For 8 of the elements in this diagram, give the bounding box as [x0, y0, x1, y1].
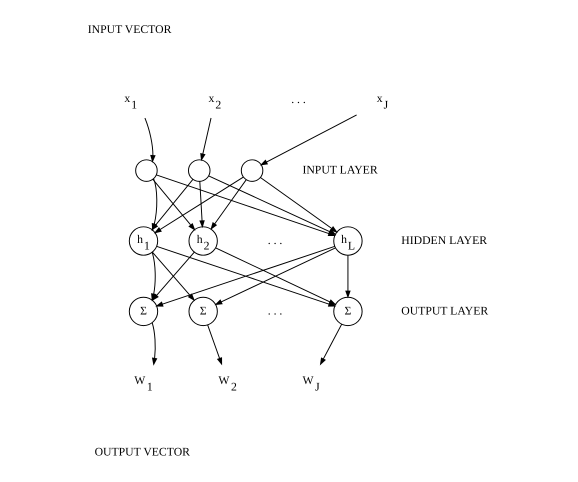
- label: INPUT VECTOR: [88, 22, 172, 36]
- label: OUTPUT VECTOR: [94, 445, 190, 458]
- label: INPUT LAYER: [302, 164, 378, 177]
- label: HIDDEN LAYER: [401, 234, 488, 248]
- label: . . .: [268, 234, 282, 248]
- label: . . .: [268, 304, 282, 318]
- label: OUTPUT LAYER: [401, 304, 488, 318]
- label: . . .: [291, 93, 306, 106]
